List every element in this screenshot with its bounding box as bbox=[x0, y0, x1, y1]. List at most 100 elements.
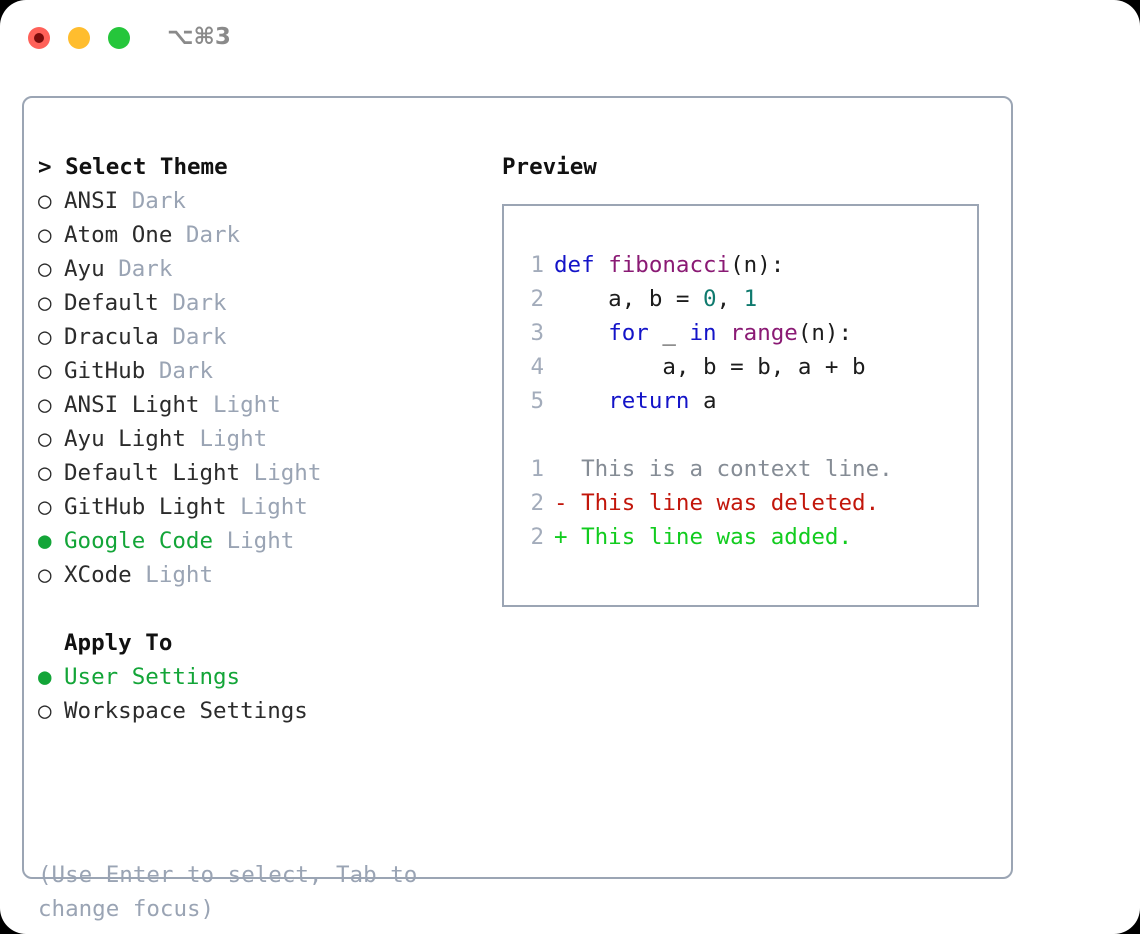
code-token-plain: (n): bbox=[730, 252, 785, 278]
theme-list-item[interactable]: ● Google Code Light bbox=[38, 524, 478, 558]
theme-list-item[interactable]: ○ Default Dark bbox=[38, 286, 478, 320]
theme-name: Google Code bbox=[64, 528, 214, 554]
theme-list-item[interactable]: ○ Dracula Dark bbox=[38, 320, 478, 354]
diff-line-number: 1 bbox=[530, 456, 544, 482]
code-token-plain: a bbox=[689, 388, 717, 414]
code-token-plain bbox=[554, 320, 608, 346]
diff-marker: + bbox=[554, 524, 582, 550]
theme-list-item[interactable]: ○ Atom One Dark bbox=[38, 218, 478, 252]
code-diff-spacer bbox=[518, 418, 971, 452]
code-line: 4 a, b = b, a + b bbox=[518, 350, 971, 384]
theme-variant-badge: Dark bbox=[185, 222, 241, 248]
theme-variant-badge: Dark bbox=[131, 188, 186, 214]
code-token-plain bbox=[717, 320, 731, 346]
zoom-window-button[interactable] bbox=[108, 27, 130, 49]
code-line-number: 4 bbox=[530, 354, 544, 380]
code-token-num: 1 bbox=[743, 286, 758, 312]
theme-list-item[interactable]: ○GitHub Dark bbox=[38, 354, 478, 388]
code-line: 2 a, b = 0, 1 bbox=[518, 282, 971, 316]
list-spacer bbox=[38, 592, 478, 626]
diff-line: 2- This line was deleted. bbox=[518, 486, 971, 520]
theme-name: ANSI Light bbox=[64, 392, 200, 418]
code-token-plain: , bbox=[716, 286, 744, 312]
code-token-kw: in bbox=[689, 320, 717, 346]
radio-unselected-icon[interactable]: ○ bbox=[38, 698, 52, 724]
theme-name: Dracula bbox=[64, 324, 159, 350]
code-token-plain: a, b = b, a + b bbox=[554, 354, 866, 380]
code-token-num: 0 bbox=[703, 286, 717, 312]
radio-unselected-icon[interactable]: ○ bbox=[38, 222, 52, 248]
theme-name: Default Light bbox=[64, 460, 241, 486]
diff-marker bbox=[554, 456, 581, 482]
theme-variant-badge: Light bbox=[253, 460, 322, 486]
theme-variant-badge: Dark bbox=[172, 324, 227, 350]
theme-variant-badge: Light bbox=[145, 562, 214, 588]
radio-unselected-icon[interactable]: ○ bbox=[38, 392, 52, 418]
diff-block: 1 This is a context line.2- This line wa… bbox=[518, 452, 971, 554]
radio-unselected-icon[interactable]: ○ bbox=[38, 188, 52, 214]
theme-variant-badge: Light bbox=[213, 392, 281, 418]
minimize-window-button[interactable] bbox=[68, 27, 90, 49]
theme-list-item[interactable]: ○ ANSI Light Light bbox=[38, 388, 478, 422]
radio-unselected-icon[interactable]: ○ bbox=[38, 460, 52, 486]
radio-unselected-icon[interactable]: ○ bbox=[38, 256, 52, 282]
titlebar: ⌥⌘3 bbox=[0, 0, 1140, 78]
apply-to-label: Workspace Settings bbox=[64, 698, 308, 724]
code-token-kw: def bbox=[554, 252, 609, 278]
theme-list-item[interactable]: ○ Ayu Light Light bbox=[38, 422, 478, 456]
code-token-plain: (n): bbox=[797, 320, 853, 346]
theme-list[interactable]: ○ANSI Dark○Atom One Dark○Ayu Dark○Defaul… bbox=[38, 184, 478, 592]
apply-to-list[interactable]: ● User Settings ○ Workspace Settings bbox=[38, 660, 478, 728]
radio-unselected-icon[interactable]: ○ bbox=[38, 290, 52, 316]
apply-to-option[interactable]: ○ Workspace Settings bbox=[38, 694, 478, 728]
theme-variant-badge: Dark bbox=[118, 256, 173, 282]
radio-unselected-icon[interactable]: ○ bbox=[38, 562, 52, 588]
theme-list-item[interactable]: ○GitHub Light Light bbox=[38, 490, 478, 524]
code-token-plain bbox=[554, 388, 608, 414]
main-panel: > Select Theme ○ANSI Dark○Atom One Dark○… bbox=[22, 96, 1013, 922]
theme-name: Default bbox=[64, 290, 159, 316]
diff-line: 2 + This line was added. bbox=[518, 520, 971, 554]
radio-unselected-icon[interactable]: ○ bbox=[38, 358, 52, 384]
theme-variant-badge: Dark bbox=[158, 358, 214, 384]
theme-name: Atom One bbox=[64, 222, 173, 248]
radio-unselected-icon[interactable]: ○ bbox=[38, 324, 52, 350]
close-window-button[interactable] bbox=[28, 27, 50, 49]
theme-list-item[interactable]: ○ANSI Dark bbox=[38, 184, 478, 218]
radio-unselected-icon[interactable]: ○ bbox=[38, 494, 52, 520]
diff-text: This line was deleted. bbox=[581, 490, 880, 516]
diff-text: This is a context line. bbox=[581, 456, 893, 482]
theme-list-item[interactable]: ○XCode Light bbox=[38, 558, 478, 592]
theme-selector: > Select Theme ○ANSI Dark○Atom One Dark○… bbox=[38, 150, 478, 728]
code-line-number: 3 bbox=[530, 320, 544, 346]
diff-line-number: 2 bbox=[530, 524, 544, 550]
apply-to-label: User Settings bbox=[64, 664, 241, 690]
radio-selected-icon[interactable]: ● bbox=[38, 664, 52, 690]
diff-line-number: 2 bbox=[530, 490, 544, 516]
diff-line: 1 This is a context line. bbox=[518, 452, 971, 486]
code-token-plain: a, b = bbox=[554, 286, 704, 312]
theme-variant-badge: Dark bbox=[172, 290, 227, 316]
preview-heading: Preview bbox=[502, 154, 597, 180]
code-token-fn: fibonacci bbox=[608, 252, 731, 278]
radio-unselected-icon[interactable]: ○ bbox=[38, 426, 52, 452]
theme-variant-badge: Light bbox=[199, 426, 268, 452]
theme-name: Ayu Light bbox=[64, 426, 186, 452]
theme-list-item[interactable]: ○ Default Light Light bbox=[38, 456, 478, 490]
diff-text: This line was added. bbox=[581, 524, 853, 550]
apply-to-heading: Apply To bbox=[64, 630, 173, 656]
code-token-kw: return bbox=[608, 388, 690, 414]
radio-selected-icon[interactable]: ● bbox=[38, 528, 52, 554]
theme-variant-badge: Light bbox=[226, 528, 295, 554]
code-line: 3 for _ in range(n): bbox=[518, 316, 971, 350]
apply-to-option[interactable]: ● User Settings bbox=[38, 660, 478, 694]
keyboard-shortcut-label: ⌥⌘3 bbox=[167, 24, 231, 50]
theme-list-item[interactable]: ○Ayu Dark bbox=[38, 252, 478, 286]
theme-name: GitHub Light bbox=[64, 494, 227, 520]
code-line-number: 2 bbox=[530, 286, 544, 312]
